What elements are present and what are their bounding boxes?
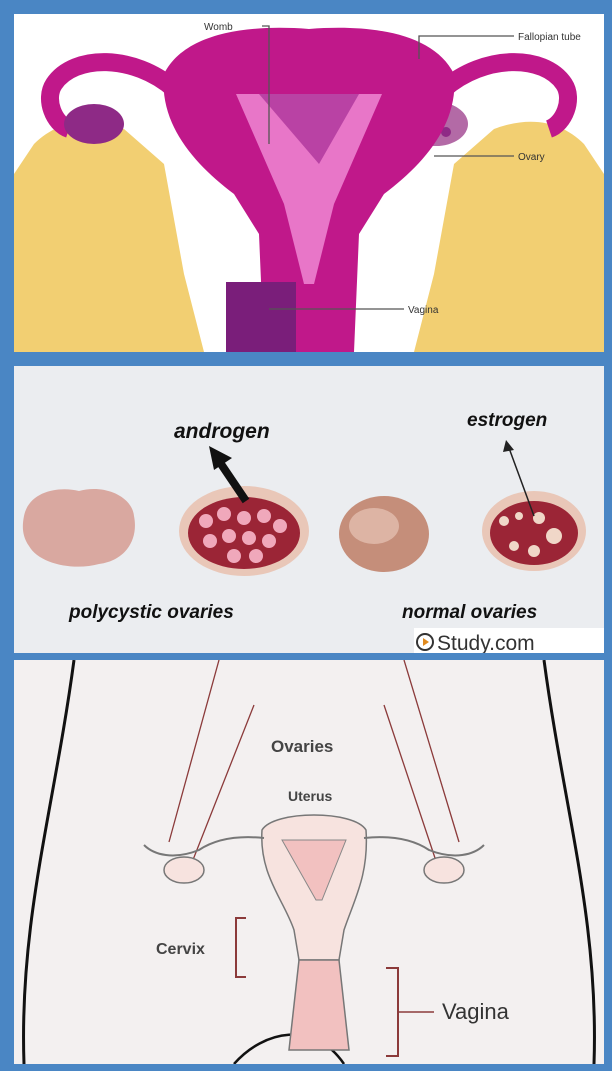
- label-womb: Womb: [204, 22, 233, 33]
- watermark-text: Study.com: [437, 632, 535, 653]
- polycystic-ovary-outer: [23, 489, 135, 567]
- left-tissue: [14, 122, 204, 352]
- label-cervix: Cervix: [156, 941, 205, 958]
- ovaries-comparison-panel: androgen estrogen polycystic ovaries nor…: [14, 366, 604, 653]
- label-androgen: androgen: [174, 420, 270, 443]
- cervix-bracket: [236, 918, 246, 977]
- uterus-color-illustration: Womb Fallopian tube Ovary Vagina: [14, 14, 604, 352]
- body-outline-right: [544, 660, 594, 1064]
- vagina-outline: [289, 960, 349, 1050]
- label-fallopian-tube: Fallopian tube: [518, 32, 581, 43]
- left-ovary: [64, 104, 124, 144]
- uterus-outline-illustration: Ovaries Uterus Cervix Vagina: [14, 660, 604, 1064]
- ovary-comparison-illustration: androgen estrogen polycystic ovaries nor…: [14, 366, 604, 653]
- vagina-canal: [226, 282, 296, 352]
- anatomy-panel-bottom: Ovaries Uterus Cervix Vagina: [14, 660, 604, 1064]
- label-ovaries: Ovaries: [271, 737, 333, 756]
- label-uterus: Uterus: [288, 788, 333, 804]
- right-ovary-outline: [424, 857, 464, 883]
- label-ovary: Ovary: [518, 152, 545, 163]
- left-ovary-outline: [164, 857, 204, 883]
- label-estrogen: estrogen: [467, 410, 547, 431]
- label-polycystic-ovaries: polycystic ovaries: [68, 602, 234, 623]
- label-vagina-top: Vagina: [408, 305, 439, 316]
- label-normal-ovaries: normal ovaries: [402, 602, 537, 623]
- body-outline-left: [24, 660, 74, 1064]
- vagina-bracket: [386, 968, 398, 1056]
- label-vagina-bottom: Vagina: [442, 999, 510, 1024]
- anatomy-panel-top: Womb Fallopian tube Ovary Vagina: [14, 14, 604, 352]
